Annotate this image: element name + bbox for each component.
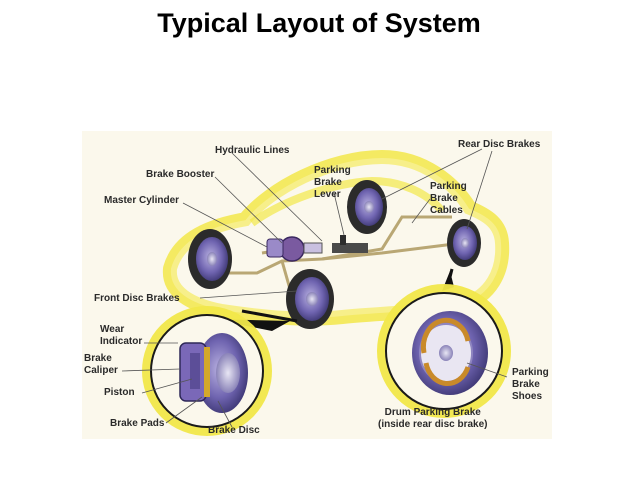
wheel-front-left — [188, 229, 232, 289]
leader-lines — [121, 148, 508, 428]
label-parking-brake-shoes: Parking Brake Shoes — [512, 367, 549, 402]
label-rear-disc-brakes: Rear Disc Brakes — [458, 139, 541, 150]
label-brake-pads: Brake Pads — [110, 418, 165, 429]
parking-brake-lever-art — [332, 235, 368, 253]
label-parking-brake-cables: Parking Brake Cables — [430, 181, 467, 216]
brake-system-diagram: Hydraulic Lines Brake Booster Master Cyl… — [82, 131, 552, 439]
slide-title: Typical Layout of System — [157, 8, 481, 38]
diagram-illustration — [82, 131, 552, 439]
wheel-rear-right — [447, 219, 481, 267]
label-brake-caliper: Brake Caliper — [84, 353, 118, 376]
wheel-rear-top — [347, 180, 387, 234]
label-piston: Piston — [104, 387, 135, 398]
zoom-circle-disc-brake — [142, 306, 272, 436]
label-hydraulic-lines: Hydraulic Lines — [215, 145, 290, 156]
wheel-front-bottom — [286, 269, 334, 329]
label-brake-booster: Brake Booster — [146, 169, 215, 180]
label-brake-disc: Brake Disc — [208, 425, 260, 436]
label-wear-indicator: Wear Indicator — [100, 324, 143, 347]
label-parking-brake-lever: Parking Brake Lever — [314, 165, 351, 200]
brake-booster-art — [266, 236, 323, 262]
label-master-cylinder: Master Cylinder — [104, 195, 180, 206]
zoom-circle-drum-brake — [377, 284, 511, 418]
car-body-outline — [162, 150, 510, 326]
label-front-disc-brakes: Front Disc Brakes — [94, 293, 180, 304]
label-drum-parking-brake: Drum Parking Brake (inside rear disc bra… — [378, 407, 488, 430]
